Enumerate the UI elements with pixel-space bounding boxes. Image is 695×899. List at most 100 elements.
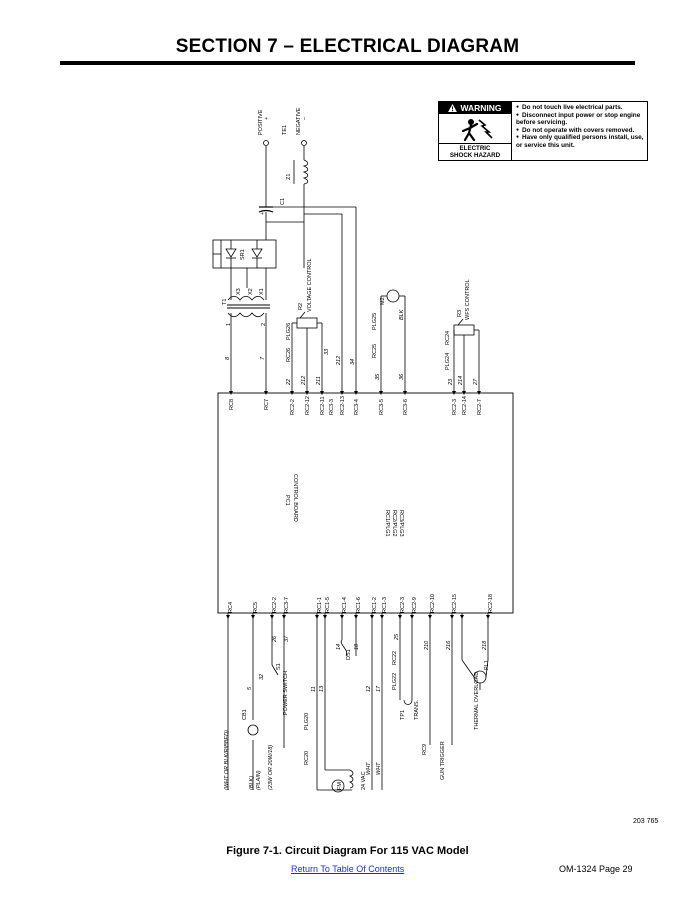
warning-item: Have only qualified persons install, use… [516,134,644,149]
rc7-label: RC7 [264,399,270,410]
x1-label: X1 [259,288,265,295]
m2-label: M2 [380,297,386,305]
t1-secondary [227,295,265,301]
pin-rc1-4: RC1-4 [342,597,348,613]
pin-rc2-11: RC2-11 [320,396,326,415]
wire-216: 216 [446,640,452,651]
pin-rc2-3-bottom: RC2-3 [400,597,406,613]
r3-title: WFS CONTROL [465,279,471,320]
t1-primary [227,312,265,318]
positive-terminal [263,140,269,146]
plg25-label: PLG25 [372,313,378,330]
wire-13: 13 [319,685,325,692]
input-wire-b: (BLK) [249,776,255,790]
plg26-label: PLG26 [286,323,292,340]
pin-rc1-2: RC1-2 [372,597,378,613]
s1-label: S1 [276,663,282,670]
wire-36: 36 [399,373,405,380]
cb1-label: CB1 [242,709,248,720]
pin-rc2-13: RC2-13 [340,396,346,415]
control-board-outline [217,392,514,614]
wire-33: 33 [324,348,330,355]
cb1-breaker [247,724,259,736]
pin-rc3-3: RC3-3 [329,399,335,415]
return-to-toc-link[interactable]: Return To Table Of Contents [291,864,405,874]
warning-caption-line2: SHOCK HAZARD [449,152,501,159]
positive-label: POSITIVE [258,109,264,135]
c1-plus: + [260,212,266,215]
thermal-label: THERMAL OVERLOAD [474,672,480,730]
plg22-label: PLG22 [392,673,398,690]
wire-7: 7 [260,356,266,360]
figure-caption: Figure 7-1. Circuit Diagram For 115 VAC … [226,845,469,857]
sr1-label: SR1 [240,249,246,260]
m2-motor-icon [386,289,400,303]
pin-rc3-6: RC3-6 [403,399,409,415]
s1-title: POWER SWITCH [283,671,289,715]
negative-label: NEGATIVE [296,107,302,135]
rc9-label: RC9 [422,744,428,755]
wire-8: 8 [225,356,231,360]
fan-motor-icon [331,779,345,793]
r3-label: R3 [457,310,463,317]
rc8-label: RC8 [229,399,235,410]
input-wire-c: (PLAIN) [256,770,262,790]
x3-label: X3 [236,288,242,295]
wire-18: 18 [354,643,360,650]
warning-list: Do not touch live electrical parts. Disc… [512,102,647,160]
wire-35: 35 [375,373,381,380]
plg20-label: PLG20 [304,713,310,730]
wire-37: 37 [284,635,290,642]
wire-22: 22 [286,379,292,386]
pin-rc2-12: RC2-12 [305,396,311,415]
r2-title: VOLTAGE CONTROL [307,258,313,312]
rc24-label: RC24 [445,331,451,345]
rc25-label: RC25 [372,344,378,358]
wire-213: 212 [336,356,342,366]
z1-label: Z1 [286,174,292,180]
r2-label: R2 [298,303,304,310]
warning-heading-text: WARNING [460,103,502,113]
wire-14: 14 [336,644,342,650]
m2-wire-color: BLK [399,309,405,320]
warning-label: WARNING ELECTRIC SHOCK HAZARD Do not tou… [438,101,648,161]
t1-label: T1 [222,299,228,305]
r3-wfs-control [453,324,475,336]
pin-rc1-6: RC1-6 [356,597,362,613]
warning-triangle-icon [448,104,458,112]
pin-rc2-2: RC2-2 [290,399,296,415]
pin-rc4: RC4 [228,602,234,613]
t1-pin1: 1 [226,323,232,326]
connector-markers [226,391,490,619]
tp1-label: TP1 [400,710,406,720]
pin-rc2-7: RC2-7 [477,399,483,415]
wire-212: 212 [301,376,307,386]
input-wire-a: (WHT OR BLK/RIBBED) [224,730,230,790]
wire-26: 26 [272,635,278,643]
wire-25: 25 [394,633,400,641]
pin-rc1-3: RC1-3 [382,597,388,613]
title-rule [60,61,635,65]
v24-label: 24 VAC [361,771,367,790]
fm-label: FM [337,782,343,790]
board-label: CONTROL BOARD [292,474,298,522]
document-number: 203 765 [633,818,659,825]
pin-rc3-5: RC3-5 [379,399,385,415]
pin-rc1-5: RC1-5 [325,597,331,613]
gun-trigger-label: GUN TRIGGER [440,741,446,780]
ds1-lamp [340,639,348,657]
wire-11: 11 [311,686,317,692]
page-number: OM-1324 Page 29 [559,864,633,874]
wire-17: 17 [376,685,382,692]
pin-rc3-4: RC3-4 [354,399,360,415]
warning-item: Disconnect input power or stop engine be… [516,112,644,127]
wire-211: 211 [316,376,322,386]
pin-rc1-1: RC1-1 [317,597,323,613]
wire-218: 218 [482,640,488,651]
pin-rc2-18: RC2-18 [488,594,494,613]
c1-label: C1 [280,198,286,205]
board-ref-1: RC1/PLG1 [384,510,390,537]
pin-rc3-7: RC3-7 [284,597,290,613]
z1-coil [302,159,309,185]
